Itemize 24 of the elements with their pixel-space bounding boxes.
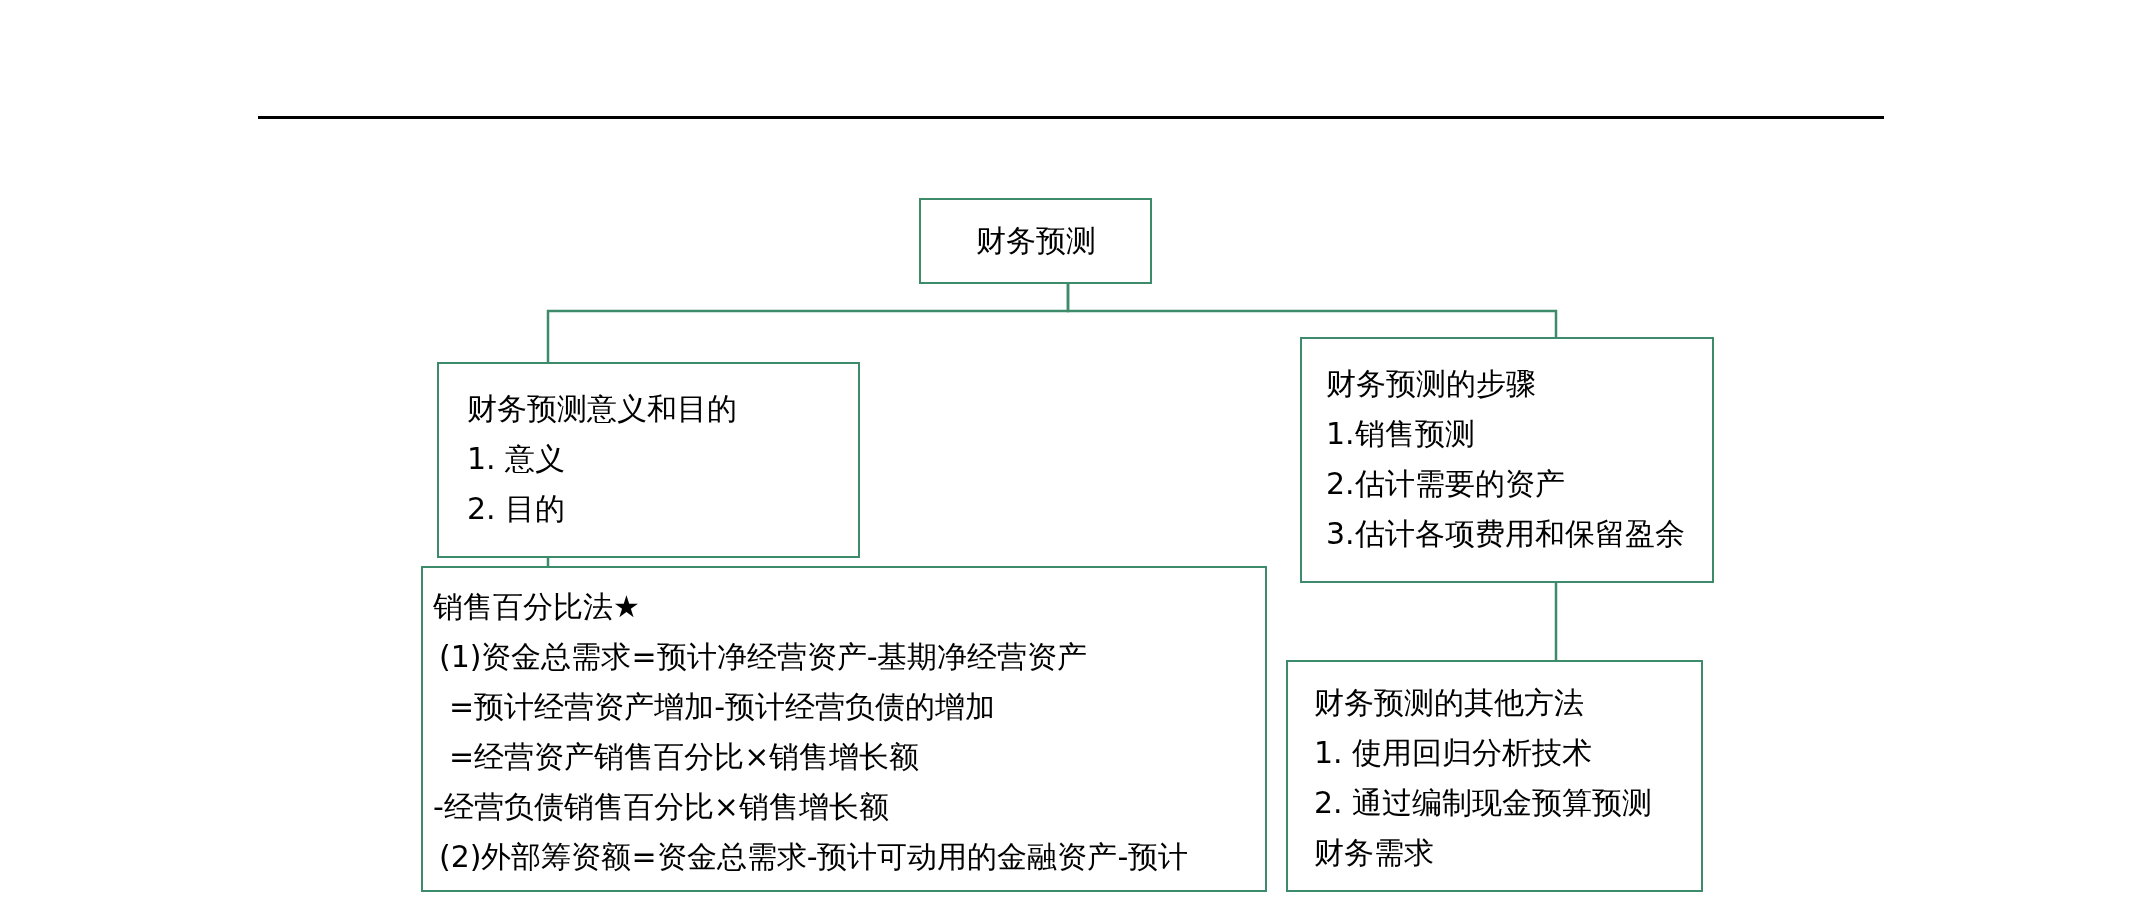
box-heading: 财务预测意义和目的 (467, 390, 737, 428)
list-item: 2. 通过编制现金预算预测财务需求 (1314, 784, 1654, 872)
connector-line (1554, 583, 1558, 660)
list-item: 1. 使用回归分析技术 (1314, 734, 1593, 772)
topic-card (1300, 337, 1714, 583)
topic-card (919, 198, 1152, 284)
list-item: 1. 意义 (467, 440, 566, 478)
topic-card (421, 566, 1267, 892)
box-heading: 销售百分比法★ (433, 588, 640, 626)
box-heading: 财务预测的步骤 (1326, 365, 1536, 403)
box-heading: 财务预测的其他方法 (1314, 684, 1584, 722)
formula-line: (1)资金总需求=预计净经营资产-基期净经营资产 (438, 638, 1088, 676)
formula-line: =经营资产销售百分比×销售增长额 (448, 738, 920, 776)
list-item: 1.销售预测 (1326, 415, 1475, 453)
connector-line (1066, 284, 1558, 337)
topic-card (437, 362, 860, 558)
topic-card (1286, 660, 1703, 892)
list-item: 2. 目的 (467, 490, 566, 528)
formula-line: (2)外部筹资额=资金总需求-预计可动用的金融资产-预计 (438, 838, 1189, 876)
formula-line: -经营负债销售百分比×销售增长额 (433, 788, 889, 826)
topic-title: 财务预测 (975, 222, 1096, 260)
list-item: 2.估计需要的资产 (1326, 465, 1565, 503)
list-item: 3.估计各项费用和保留盈余 (1326, 515, 1685, 553)
formula-line: =预计经营资产增加-预计经营负债的增加 (448, 688, 995, 726)
